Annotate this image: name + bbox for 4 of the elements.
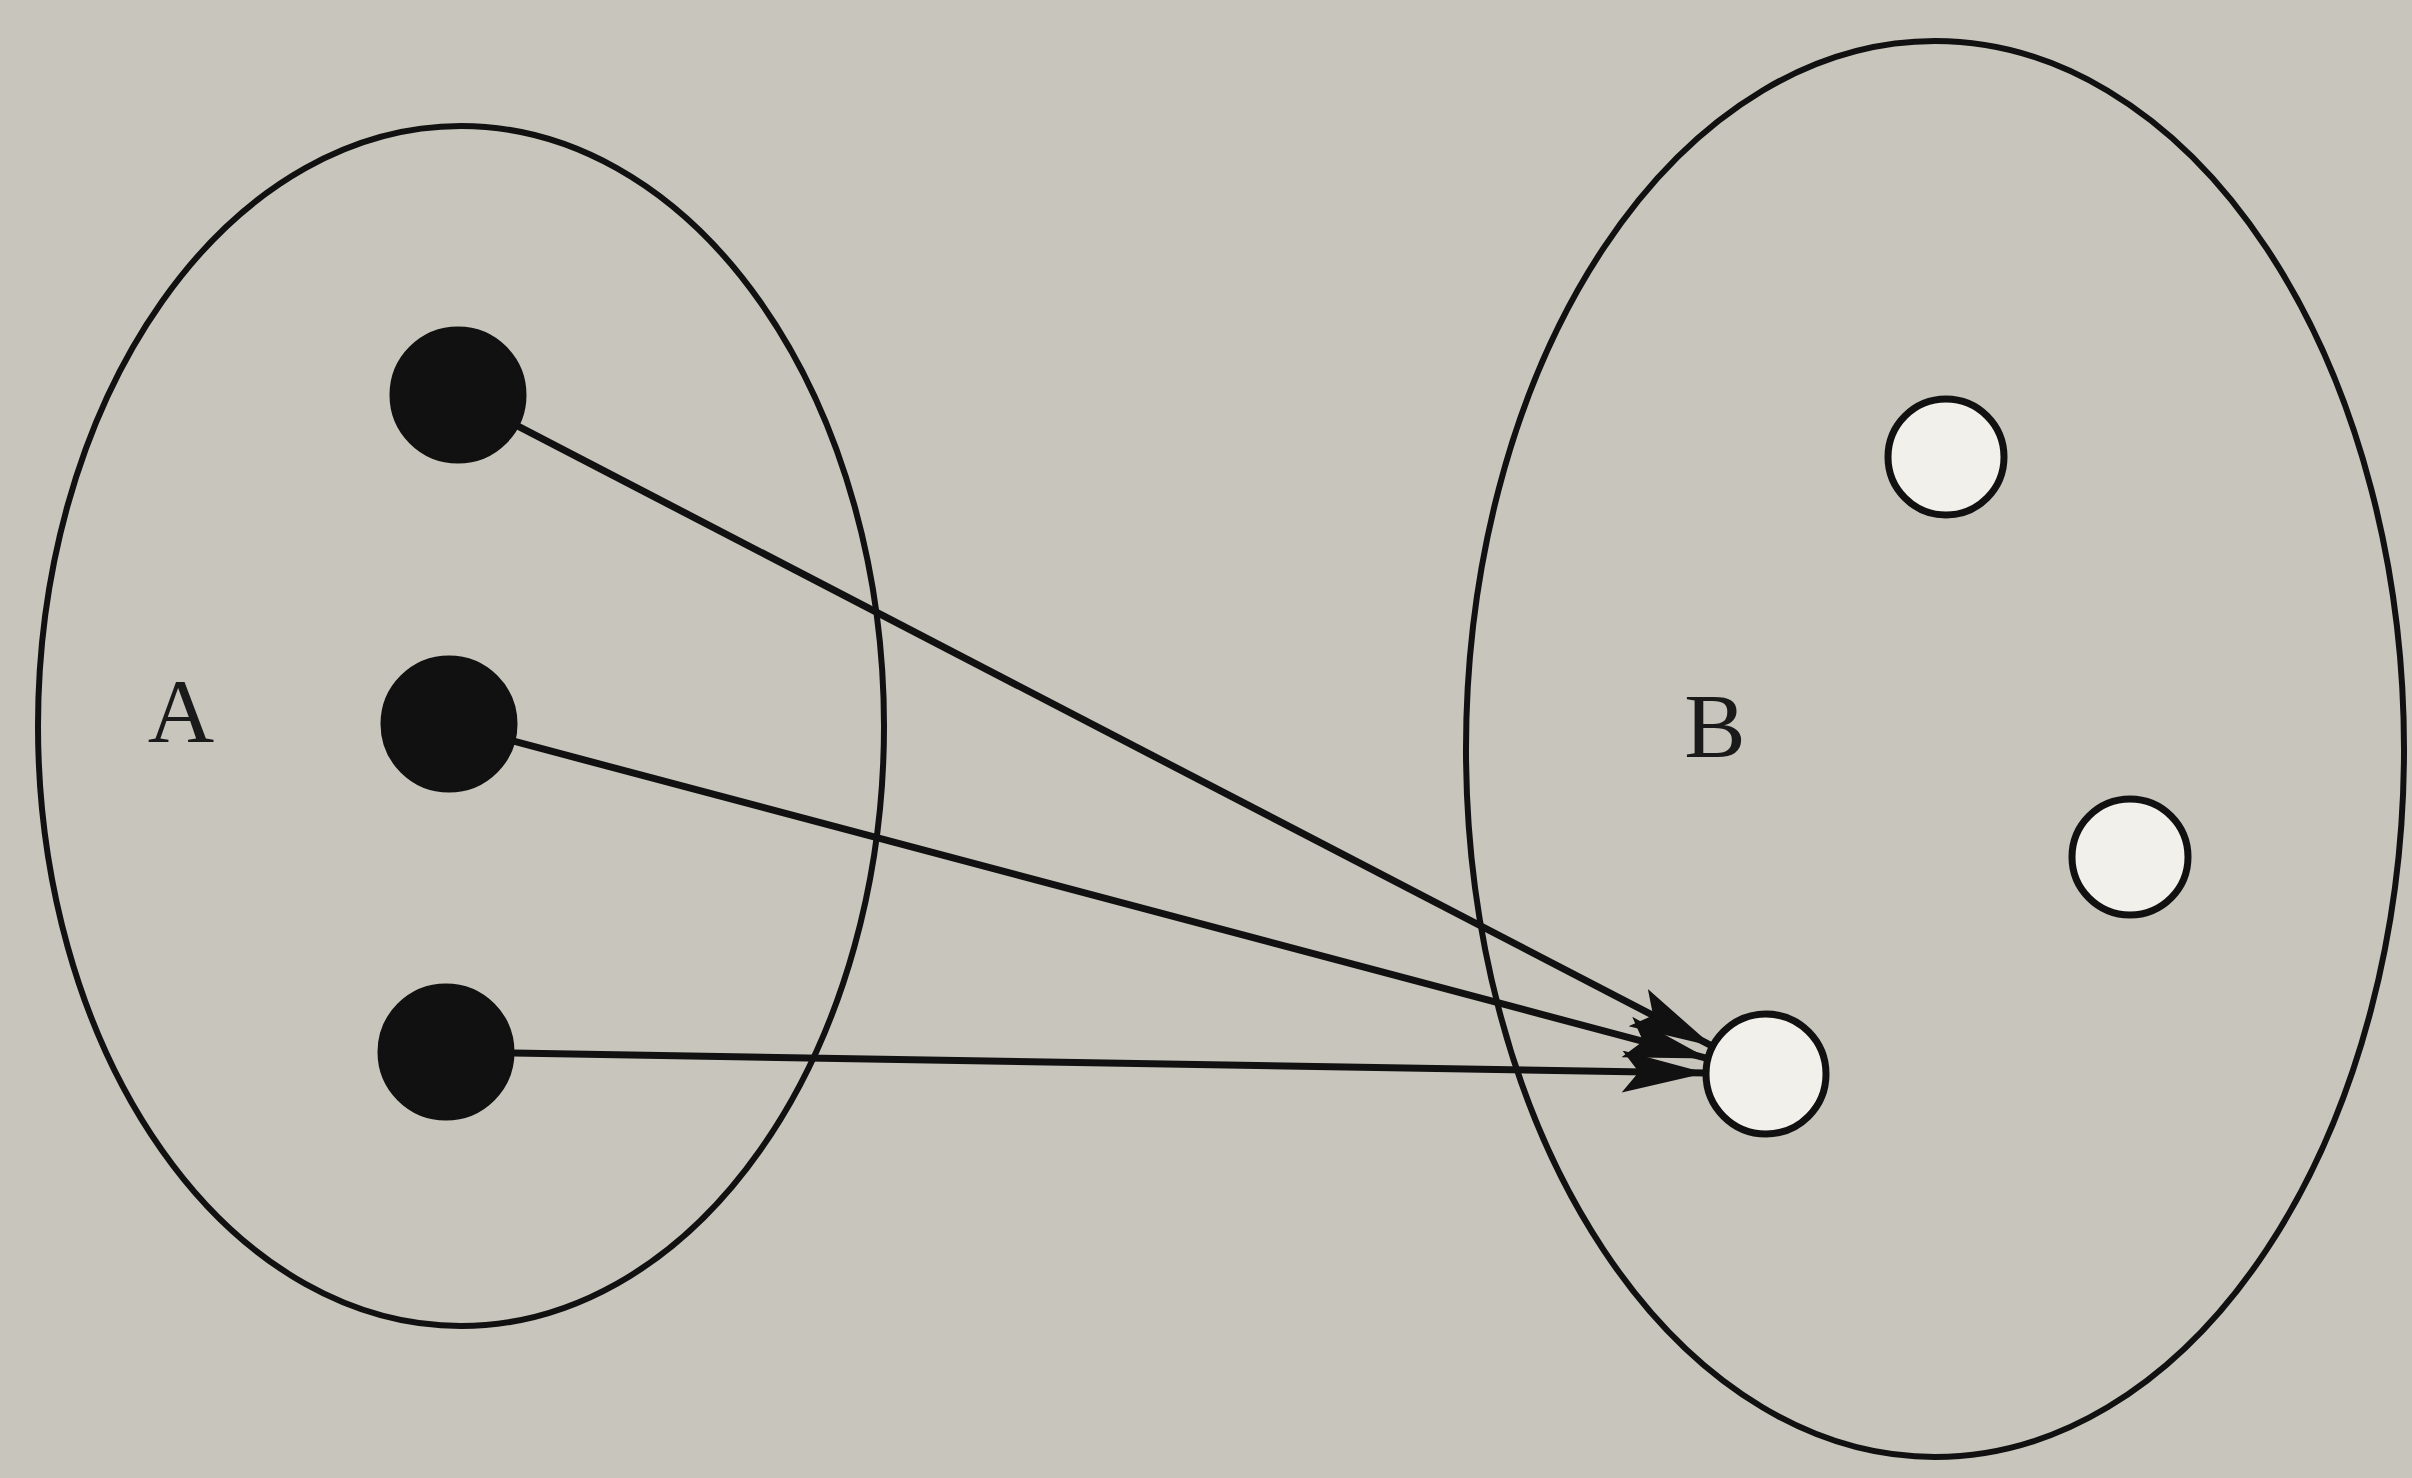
arrow bbox=[512, 737, 1709, 1062]
set-label: A bbox=[147, 665, 215, 757]
set-label: B bbox=[1684, 680, 1746, 772]
arrow bbox=[515, 422, 1715, 1050]
